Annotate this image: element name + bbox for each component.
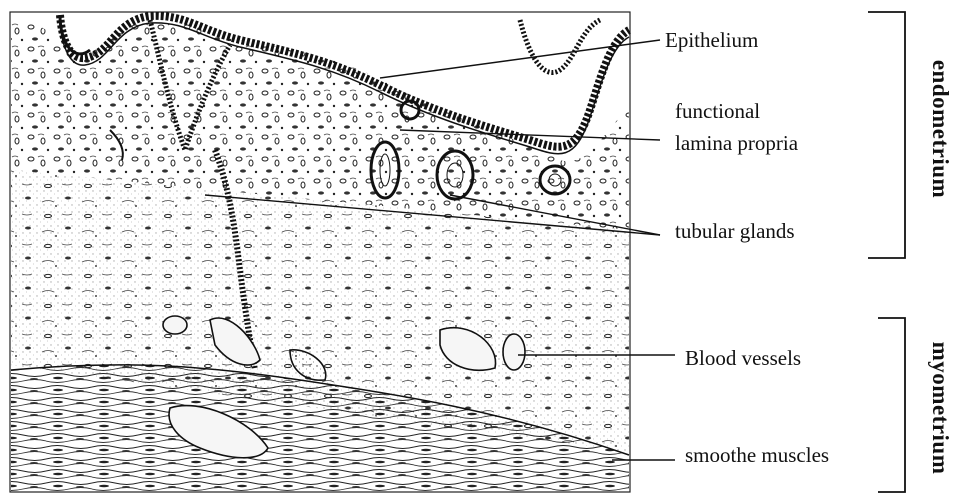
label-functional: functional — [675, 98, 760, 124]
endometrium-bracket — [868, 12, 905, 258]
region-myometrium: myometrium — [927, 328, 953, 488]
label-tubular-glands: tubular glands — [675, 218, 795, 244]
label-blood-vessels: Blood vessels — [685, 345, 801, 371]
myometrium-bracket — [878, 318, 905, 492]
label-lamina-propria: lamina propria — [675, 130, 798, 156]
label-smooth-muscles: smoothe muscles — [685, 442, 829, 468]
label-epithelium: Epithelium — [665, 27, 758, 53]
region-endometrium: endometrium — [927, 49, 953, 209]
